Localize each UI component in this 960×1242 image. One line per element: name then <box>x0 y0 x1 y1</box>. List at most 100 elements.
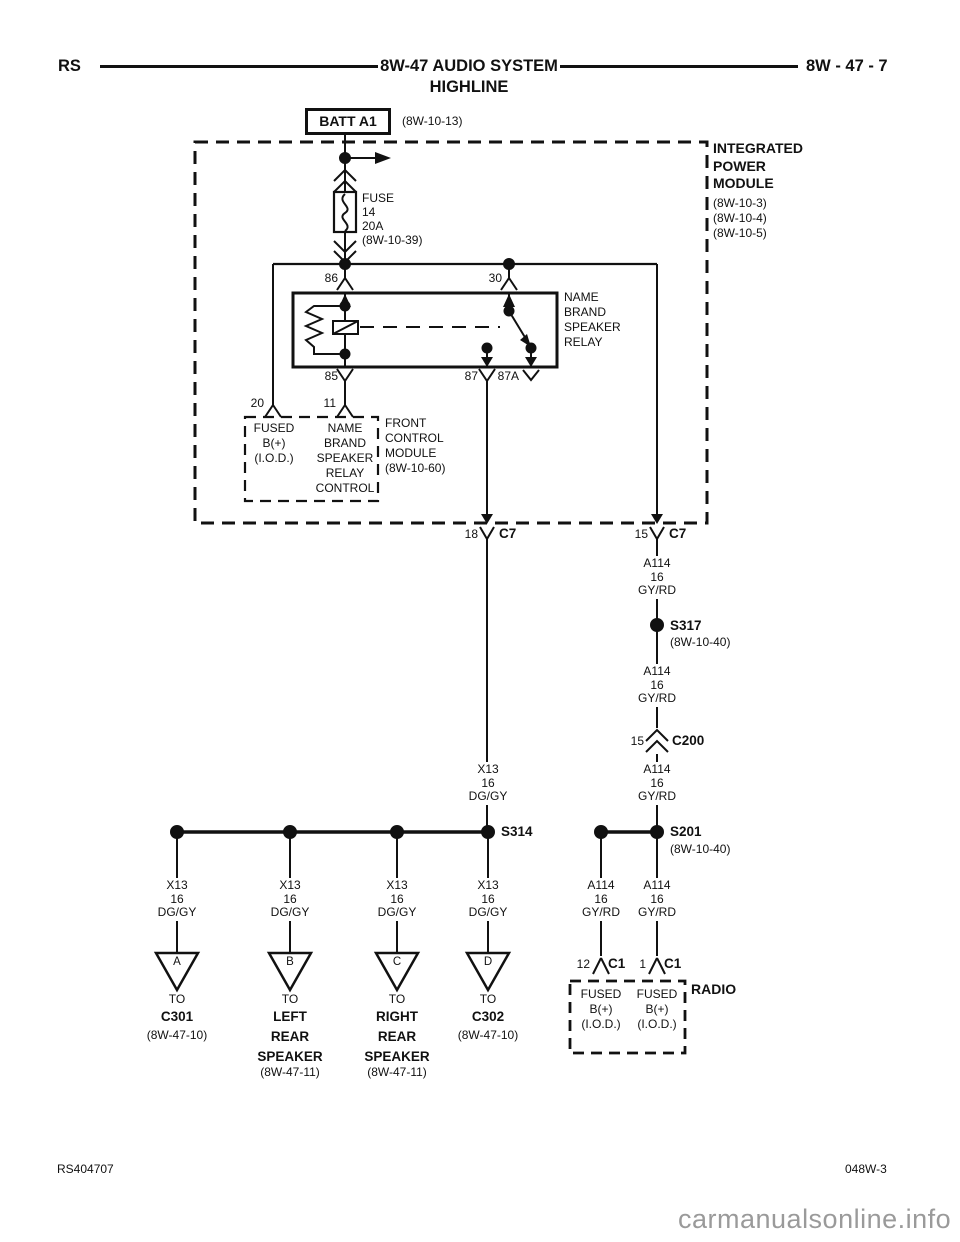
triangle-connector-b <box>266 951 314 993</box>
fuse-symbol <box>332 190 358 264</box>
wire-circuit: A114 <box>587 878 615 892</box>
wire-circuit: A114 <box>643 762 671 776</box>
splice-s317-ref: (8W-10-40) <box>670 635 731 649</box>
splice-s201-name: S201 <box>670 824 702 839</box>
relay-name-line: BRAND <box>564 305 607 319</box>
dest-to-label: TO <box>168 992 186 1006</box>
dest-name-line: REAR <box>270 1029 310 1044</box>
right-arrowhead <box>375 152 391 164</box>
wire-color: DG/GY <box>377 905 417 919</box>
dest-to-label: TO <box>479 992 497 1006</box>
fcm-pin20-label: 20 <box>250 396 264 410</box>
radio-pin-text-line: (I.O.D.) <box>637 1017 677 1031</box>
wire-label-x13: X13 16 DG/GY <box>465 762 511 805</box>
wire-label-a114: A114 16 GY/RD <box>634 878 680 921</box>
fcm-name-line: FRONT <box>385 416 427 430</box>
ipm-ref-line: (8W-10-3) <box>713 196 767 210</box>
radio-pin-text-line: FUSED <box>580 987 622 1001</box>
dest-name-line: C302 <box>471 1009 505 1024</box>
fcm-pin-text-line: B(+) <box>262 436 286 450</box>
fcm-pin-text-line: (I.O.D.) <box>254 451 294 465</box>
wire-color: GY/RD <box>637 583 677 597</box>
radio-box-outline <box>568 979 687 1055</box>
fuse-label-line: (8W-10-39) <box>362 233 423 247</box>
fcm-name-line: MODULE <box>385 446 437 460</box>
dest-left-rear-speaker-ref: (8W-47-11) <box>260 1065 320 1079</box>
dest-name-line: SPEAKER <box>364 1049 430 1064</box>
fcm-pin-text-line: FUSED <box>253 421 295 435</box>
wire-gauge: 16 <box>170 891 184 906</box>
drawing-number: RS404707 <box>57 1162 114 1176</box>
wire-gauge: 16 <box>481 775 495 790</box>
wire-circuit: X13 <box>166 878 188 892</box>
relay-name-line: RELAY <box>564 335 603 349</box>
distribution-bus-wire <box>272 258 658 514</box>
wire-color: DG/GY <box>468 905 508 919</box>
wire-circuit: X13 <box>279 878 301 892</box>
radio-fused-pin-label: FUSED B(+) (I.O.D.) <box>581 987 622 1032</box>
relay-switch-circuit <box>481 293 537 367</box>
relay-coil-resistor-icon <box>303 305 345 355</box>
dest-name-line: REAR <box>377 1029 417 1044</box>
wire-gauge: 16 <box>650 891 664 906</box>
relay-pin87a-label: 87A <box>497 369 519 383</box>
relay-pin30-label: 30 <box>488 271 502 285</box>
c7-right-name: C7 <box>669 526 687 541</box>
wire-gauge: 16 <box>390 891 404 906</box>
wire-gauge: 16 <box>650 775 664 790</box>
c1-pin1-number: 1 <box>639 957 646 971</box>
radio-pin-text-line: B(+) <box>645 1002 669 1016</box>
c200-name: C200 <box>672 733 705 748</box>
relay-name-label: NAME BRAND SPEAKER RELAY <box>564 290 621 350</box>
triangle-letter-a: A <box>173 956 181 968</box>
fcm-pin-text-line: CONTROL <box>315 481 375 495</box>
dest-to-label: TO <box>281 992 299 1006</box>
page-subtitle: HIGHLINE <box>429 78 509 96</box>
dest-name-line: SPEAKER <box>257 1049 323 1064</box>
fcm-pin-text-line: SPEAKER <box>316 451 374 465</box>
wire-gauge: 16 <box>650 569 664 584</box>
wire-gauge: 16 <box>283 891 297 906</box>
ipm-box-outline <box>193 140 709 525</box>
relay-pin87a-terminal <box>522 369 540 382</box>
c1-right-name: C1 <box>664 956 682 971</box>
fuse-label-line: 14 <box>362 205 376 219</box>
inline-connector-chevron-up-icon <box>333 168 357 182</box>
splice-s201-ref: (8W-10-40) <box>670 842 731 856</box>
relay-pin85-terminal <box>336 368 354 403</box>
wire-label-x13: X13 16 DG/GY <box>267 878 313 921</box>
c200-pin-number: 15 <box>630 734 644 748</box>
fuse-label: FUSE 14 20A (8W-10-39) <box>362 191 422 247</box>
ipm-refs: (8W-10-3) (8W-10-4) (8W-10-5) <box>713 196 767 241</box>
sheet-code: 048W-3 <box>845 1162 887 1176</box>
wire-circuit: X13 <box>477 878 499 892</box>
wire-color: DG/GY <box>157 905 197 919</box>
s314-splice-bus <box>170 825 495 953</box>
wire-label-x13: X13 16 DG/GY <box>154 878 200 921</box>
fcm-name-label: FRONT CONTROL MODULE (8W-10-60) <box>385 416 445 476</box>
radio-pin-text-line: B(+) <box>589 1002 613 1016</box>
relay-pin87-terminal <box>478 368 496 514</box>
radio-c1-terminals <box>592 957 666 975</box>
c7-left-name: C7 <box>499 526 517 541</box>
wire-color: GY/RD <box>637 905 677 919</box>
batt-a1-box: BATT A1 <box>305 108 391 135</box>
splice-s317-dot <box>650 618 664 632</box>
wire-gauge: 16 <box>650 677 664 692</box>
relay-name-line: NAME <box>564 290 599 304</box>
ipm-label-line: POWER <box>713 157 766 174</box>
triangle-letter-b: B <box>286 956 294 968</box>
radio-fused-pin-label: FUSED B(+) (I.O.D.) <box>637 987 678 1032</box>
batt-ref: (8W-10-13) <box>402 114 463 128</box>
ipm-ref-line: (8W-10-4) <box>713 211 767 225</box>
c1-pin12-number: 12 <box>576 957 590 971</box>
ipm-label-line: MODULE <box>713 175 774 191</box>
relay-pin85-label: 85 <box>324 369 338 383</box>
fuse-label-line: FUSE <box>362 191 395 205</box>
wire-label-a114: A114 16 GY/RD <box>634 664 680 707</box>
fcm-fused-pin-label: FUSED B(+) (I.O.D.) <box>254 421 295 466</box>
wire-circuit: A114 <box>643 664 671 678</box>
radio-label: RADIO <box>691 981 737 997</box>
page-model-code: RS <box>58 57 81 75</box>
